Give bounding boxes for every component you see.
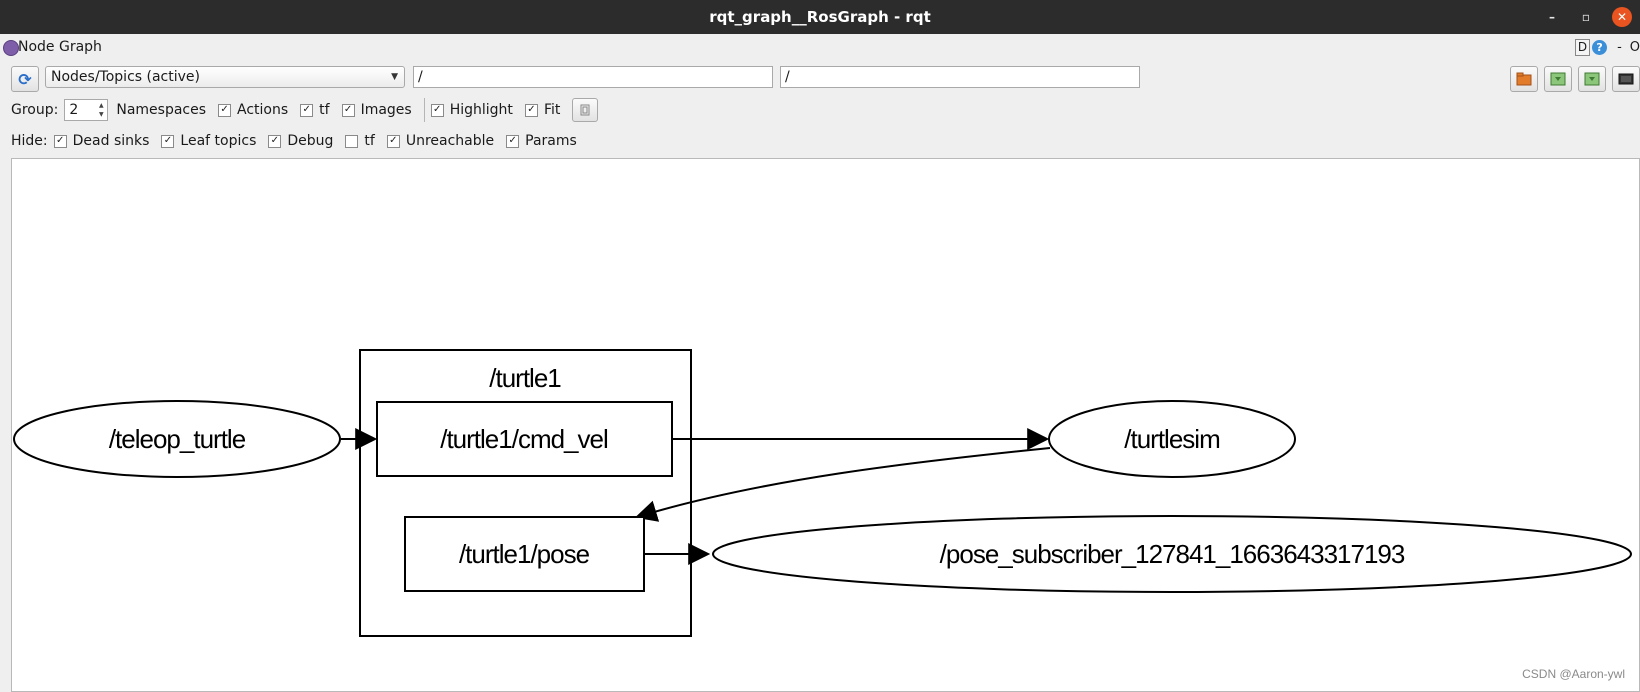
node-turtlesim[interactable] [1048, 400, 1296, 478]
save-image-button[interactable] [1612, 66, 1640, 92]
help-icon[interactable]: ? [1592, 40, 1608, 55]
option-tf-label: tf [319, 102, 330, 118]
hide-leaf-topics[interactable]: ✓ Leaf topics [161, 133, 256, 149]
node-filter-input[interactable]: / [413, 66, 773, 88]
namespace-cluster [359, 349, 692, 637]
checkbox-checked-icon[interactable]: ✓ [161, 134, 175, 148]
topic-pose[interactable] [404, 516, 645, 592]
save-icon [1584, 72, 1600, 86]
option-actions-label: Actions [237, 102, 289, 118]
plugin-header: Node Graph D ? - O [0, 36, 1640, 60]
option-highlight[interactable]: ✓ Highlight [430, 102, 513, 118]
namespace-label: /turtle1 [489, 363, 561, 393]
save-icon [1550, 72, 1566, 86]
hide-leaf-topics-label: Leaf topics [180, 133, 257, 149]
option-images[interactable]: ✓ Images [341, 102, 412, 118]
option-tf[interactable]: ✓ tf [300, 102, 330, 118]
group-spinbox[interactable]: 2 ▲▼ [64, 99, 109, 121]
node-teleop-turtle-label: /teleop_turtle [109, 424, 246, 454]
hide-unreachable[interactable]: ✓ Unreachable [386, 133, 495, 149]
hide-tf-label: tf [364, 133, 375, 149]
hide-params[interactable]: ✓ Params [506, 133, 577, 149]
group-label: Group: [11, 102, 59, 118]
checkbox-checked-icon[interactable]: ✓ [300, 103, 314, 117]
fit-view-icon [580, 104, 590, 116]
graph-toolbar: ⟳ Nodes/Topics (active) ▼ / / [0, 66, 1640, 92]
option-namespaces[interactable]: Namespaces [116, 102, 206, 118]
window-title: rqt_graph__RosGraph - rqt [709, 8, 931, 26]
save-dot-button[interactable] [1544, 66, 1572, 92]
spin-arrows-icon[interactable]: ▲▼ [99, 102, 104, 118]
save-svg-button[interactable] [1578, 66, 1606, 92]
ros-graph-svg: /turtle1 /teleop_turtle /turtle1/cmd_vel… [13, 349, 1632, 637]
refresh-button[interactable]: ⟳ [11, 66, 39, 92]
minimize-plugin-button[interactable]: - [1617, 40, 1622, 55]
plugin-title: Node Graph [18, 39, 102, 55]
close-icon[interactable]: ✕ [1612, 7, 1632, 27]
refresh-icon: ⟳ [18, 69, 32, 89]
checkbox-checked-icon[interactable]: ✓ [341, 103, 355, 117]
hide-debug-label: Debug [287, 133, 334, 149]
window-controls: – ▫ ✕ [1544, 0, 1632, 34]
checkbox-checked-icon[interactable]: ✓ [53, 134, 67, 148]
topic-cmd-vel-label: /turtle1/cmd_vel [440, 424, 608, 454]
load-dot-button[interactable] [1510, 66, 1538, 92]
graph-canvas[interactable]: /turtle1 /teleop_turtle /turtle1/cmd_vel… [11, 158, 1640, 692]
hide-params-label: Params [525, 133, 577, 149]
minimize-icon[interactable]: – [1549, 10, 1555, 24]
options-row: Group: 2 ▲▼ Namespaces ✓ Actions ✓ tf ✓ … [11, 98, 599, 122]
node-turtlesim-label: /turtlesim [1124, 424, 1219, 454]
image-icon [1618, 73, 1634, 85]
checkbox-checked-icon[interactable]: ✓ [218, 103, 232, 117]
option-fit[interactable]: ✓ Fit [524, 102, 561, 118]
hide-row: Hide: ✓ Dead sinks ✓ Leaf topics ✓ Debug… [11, 130, 589, 152]
hide-debug[interactable]: ✓ Debug [268, 133, 333, 149]
option-highlight-label: Highlight [449, 102, 513, 118]
topic-cmd-vel[interactable] [376, 401, 673, 477]
watermark: CSDN @Aaron-ywl [1522, 667, 1625, 681]
hide-label: Hide: [11, 133, 48, 149]
fit-view-button[interactable] [572, 98, 599, 122]
checkbox-checked-icon[interactable]: ✓ [430, 103, 444, 117]
close-plugin-button[interactable]: O [1629, 40, 1640, 55]
plugin-header-controls: D ? - O [1574, 39, 1640, 56]
option-namespaces-label: Namespaces [116, 102, 207, 118]
hide-dead-sinks-label: Dead sinks [72, 133, 150, 149]
checkbox-unchecked-icon[interactable] [345, 134, 359, 148]
hide-dead-sinks[interactable]: ✓ Dead sinks [53, 133, 150, 149]
view-mode-value: Nodes/Topics (active) [51, 69, 200, 85]
checkbox-checked-icon[interactable]: ✓ [524, 103, 538, 117]
node-teleop-turtle[interactable] [13, 400, 341, 478]
option-fit-label: Fit [543, 102, 561, 118]
checkbox-checked-icon[interactable]: ✓ [268, 134, 282, 148]
hide-unreachable-label: Unreachable [405, 133, 495, 149]
hide-tf[interactable]: tf [345, 133, 375, 149]
view-mode-combo[interactable]: Nodes/Topics (active) ▼ [45, 66, 405, 88]
file-tools [1510, 66, 1640, 92]
node-pose-subscriber-label: /pose_subscriber_127841_1663643317193 [940, 539, 1405, 569]
group-value: 2 [69, 102, 79, 118]
chevron-down-icon: ▼ [391, 72, 398, 82]
checkbox-checked-icon[interactable]: ✓ [506, 134, 520, 148]
window-titlebar: rqt_graph__RosGraph - rqt – ▫ ✕ [0, 0, 1640, 34]
maximize-icon[interactable]: ▫ [1581, 10, 1591, 24]
option-actions[interactable]: ✓ Actions [218, 102, 288, 118]
dock-config-button[interactable]: D [1574, 39, 1591, 56]
checkbox-checked-icon[interactable]: ✓ [386, 134, 400, 148]
node-pose-subscriber[interactable] [712, 515, 1632, 593]
toolbar-separator [423, 98, 425, 122]
folder-icon [1516, 72, 1532, 86]
edge-turtlesim-to-pose [634, 447, 1051, 522]
rqt-plugin-icon [3, 40, 19, 56]
topic-pose-label: /turtle1/pose [459, 539, 590, 569]
topic-filter-input[interactable]: / [780, 66, 1140, 88]
option-images-label: Images [360, 102, 412, 118]
